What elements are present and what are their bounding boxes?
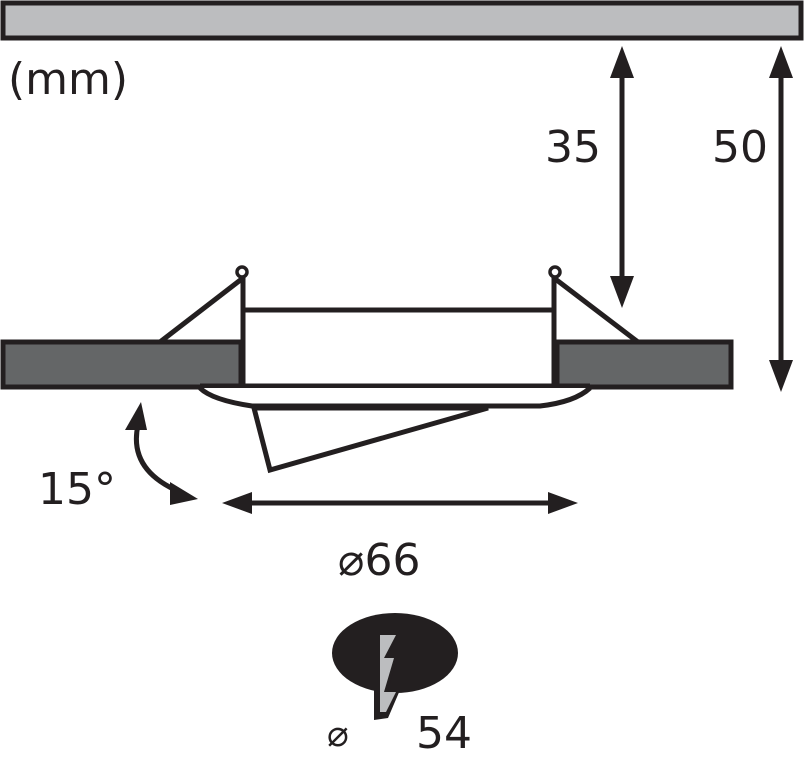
drill-cutout-icon <box>332 613 458 720</box>
cutout-diameter-label: 54 <box>416 708 472 759</box>
flange-ring <box>198 386 592 409</box>
tilted-lamp-insert <box>250 405 489 474</box>
outer-diameter-arrow <box>222 492 578 514</box>
unit-label: (mm) <box>8 54 128 105</box>
total-height-arrow <box>769 46 793 392</box>
housing-body <box>240 307 557 389</box>
tilt-angle-label: 15° <box>38 464 116 515</box>
ceiling-panel-left <box>0 339 244 390</box>
cutout-diameter-symbol: ⌀ <box>327 714 349 755</box>
recess-depth-arrow <box>610 46 634 308</box>
spring-clip-left <box>158 265 249 345</box>
total-height-label: 50 <box>712 122 768 173</box>
outer-diameter-label: ⌀66 <box>338 535 420 586</box>
tilt-angle-arrow <box>125 402 198 505</box>
ceiling-panel-right <box>554 339 734 390</box>
ceiling-slab <box>0 0 804 41</box>
recess-depth-label: 35 <box>545 122 601 173</box>
